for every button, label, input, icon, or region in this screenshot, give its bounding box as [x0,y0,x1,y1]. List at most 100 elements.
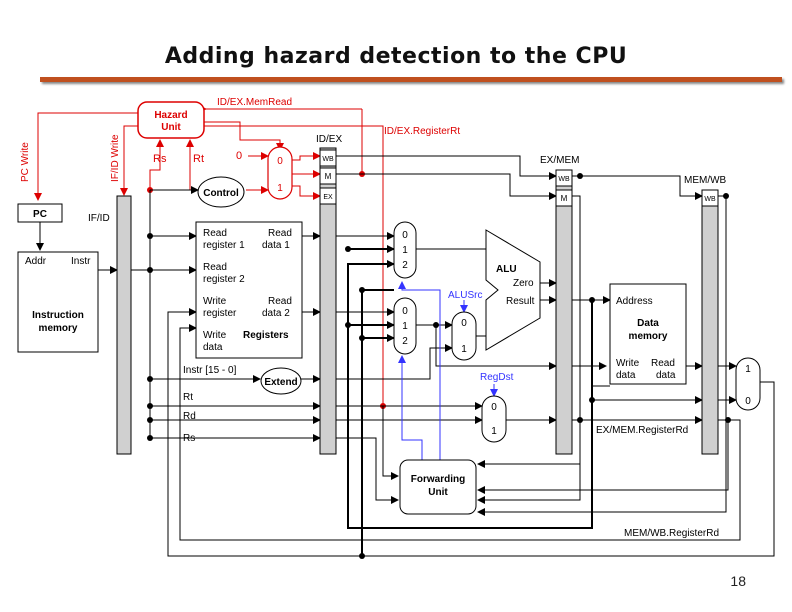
forwarding-unit [399,459,477,515]
hazard-unit-line2: Unit [161,122,181,133]
wire-dots [147,173,731,559]
control-mux-in0: 0 [277,156,283,167]
imem-addr: Addr [25,256,47,267]
slide-title: Adding hazard detection to the CPU [164,44,628,69]
pc-register [17,203,63,223]
reg-rr1-b: register 1 [203,240,245,251]
imem-name2: memory [39,323,78,334]
alusrc-mux [451,311,477,361]
mem-wb-register [701,189,719,455]
fwd-unit-line1: Forwarding [411,474,465,485]
field-rs: Rs [183,433,195,444]
reg-wd-b: data [203,342,223,353]
mem-wb-label: MEM/WB [684,175,727,186]
alu-zero: Zero [513,278,534,289]
reg-rd2-a: Read [268,296,292,307]
data-memory [609,283,687,385]
hazard-unit-line1: Hazard [154,110,187,121]
hazard-unit [137,101,205,139]
register-file [195,221,303,359]
regdst-in0: 0 [491,402,497,413]
hazard-in-rs: Rs [153,153,167,165]
reg-name: Registers [243,330,289,341]
reg-rr1-a: Read [203,228,227,239]
reg-rr2-a: Read [203,262,227,273]
forward-mux-b [393,297,417,355]
signal-idex-memread: ID/EX.MemRead [217,97,292,108]
alusrc-label: ALUSrc [448,290,482,301]
ex-mem-wb-box [555,169,573,187]
ex-mem-label: EX/MEM [540,155,579,166]
dmem-name2: memory [629,331,668,342]
field-rd: Rd [183,411,196,422]
mem-wb-wb-box [701,189,719,207]
mem-wb-wb: WB [704,196,716,203]
instruction-memory [17,251,99,353]
if-id-register [116,195,132,455]
alusrc-in0: 0 [461,318,467,329]
if-id-label: IF/ID [88,213,110,224]
fwd-b-in1: 1 [402,321,408,332]
id-ex-m-box [319,167,337,185]
page-number: 18 [730,573,746,589]
datapath-wires [36,155,775,557]
dmem-name1: Data [637,318,659,329]
alusrc-in1: 1 [461,344,467,355]
id-ex-wb: WB [322,156,334,163]
dmem-rd-a: Read [651,358,675,369]
wb-mux-in1: 1 [745,364,751,375]
fwd-b-in2: 2 [402,336,408,347]
signal-pc-write: PC Write [20,142,31,182]
forward-select-wires [398,281,498,462]
field-rt: Rt [183,392,193,403]
regdst-in1: 1 [491,426,497,437]
id-ex-ex-box [319,187,337,205]
fwd-unit-line2: Unit [428,487,448,498]
signal-ifid-write: IF/ID Write [110,134,121,182]
control-mux-zero: 0 [236,150,242,162]
signal-exmem-registerrd: EX/MEM.RegisterRd [596,425,688,436]
reg-rr2-b: register 2 [203,274,245,285]
reg-wr-a: Write [203,296,227,307]
dmem-wd-b: data [616,370,636,381]
dmem-rd-b: data [656,370,676,381]
alu [485,229,541,351]
sign-extend [260,367,302,395]
fwd-a-in1: 1 [402,245,408,256]
reg-rd2-b: data 2 [262,308,290,319]
ex-mem-m-box [555,189,573,207]
alu-label: ALU [496,264,517,275]
field-imm: Instr [15 - 0] [183,365,237,376]
control-mux [267,146,293,200]
reg-rd1-a: Read [268,228,292,239]
dmem-address: Address [616,296,653,307]
imem-instr: Instr [71,256,91,267]
extend-label: Extend [264,377,297,388]
ex-mem-register [555,169,573,455]
fwd-a-in0: 0 [402,230,408,241]
signal-memwb-registerrd: MEM/WB.RegisterRd [624,528,719,539]
wb-mux [735,357,761,411]
fwd-b-in0: 0 [402,306,408,317]
control-unit [197,176,245,208]
signal-idex-registerrt: ID/EX.RegisterRt [384,126,460,137]
control-mux-in1: 1 [277,183,283,194]
ex-mem-m: M [561,194,568,203]
control-label: Control [203,188,239,199]
regdst-label: RegDst [480,372,514,383]
reg-wd-a: Write [203,330,227,341]
dmem-wd-a: Write [616,358,640,369]
title-rule [40,77,782,82]
imem-name1: Instruction [32,310,84,321]
id-ex-register [319,147,337,455]
hazard-in-rt: Rt [193,153,204,165]
id-ex-label: ID/EX [316,134,342,145]
ex-mem-wb: WB [558,176,570,183]
id-ex-ex: EX [323,194,333,201]
id-ex-wb-box [319,149,337,167]
alu-result: Result [506,296,535,307]
pc-label: PC [33,209,47,220]
regdst-mux [481,395,507,443]
